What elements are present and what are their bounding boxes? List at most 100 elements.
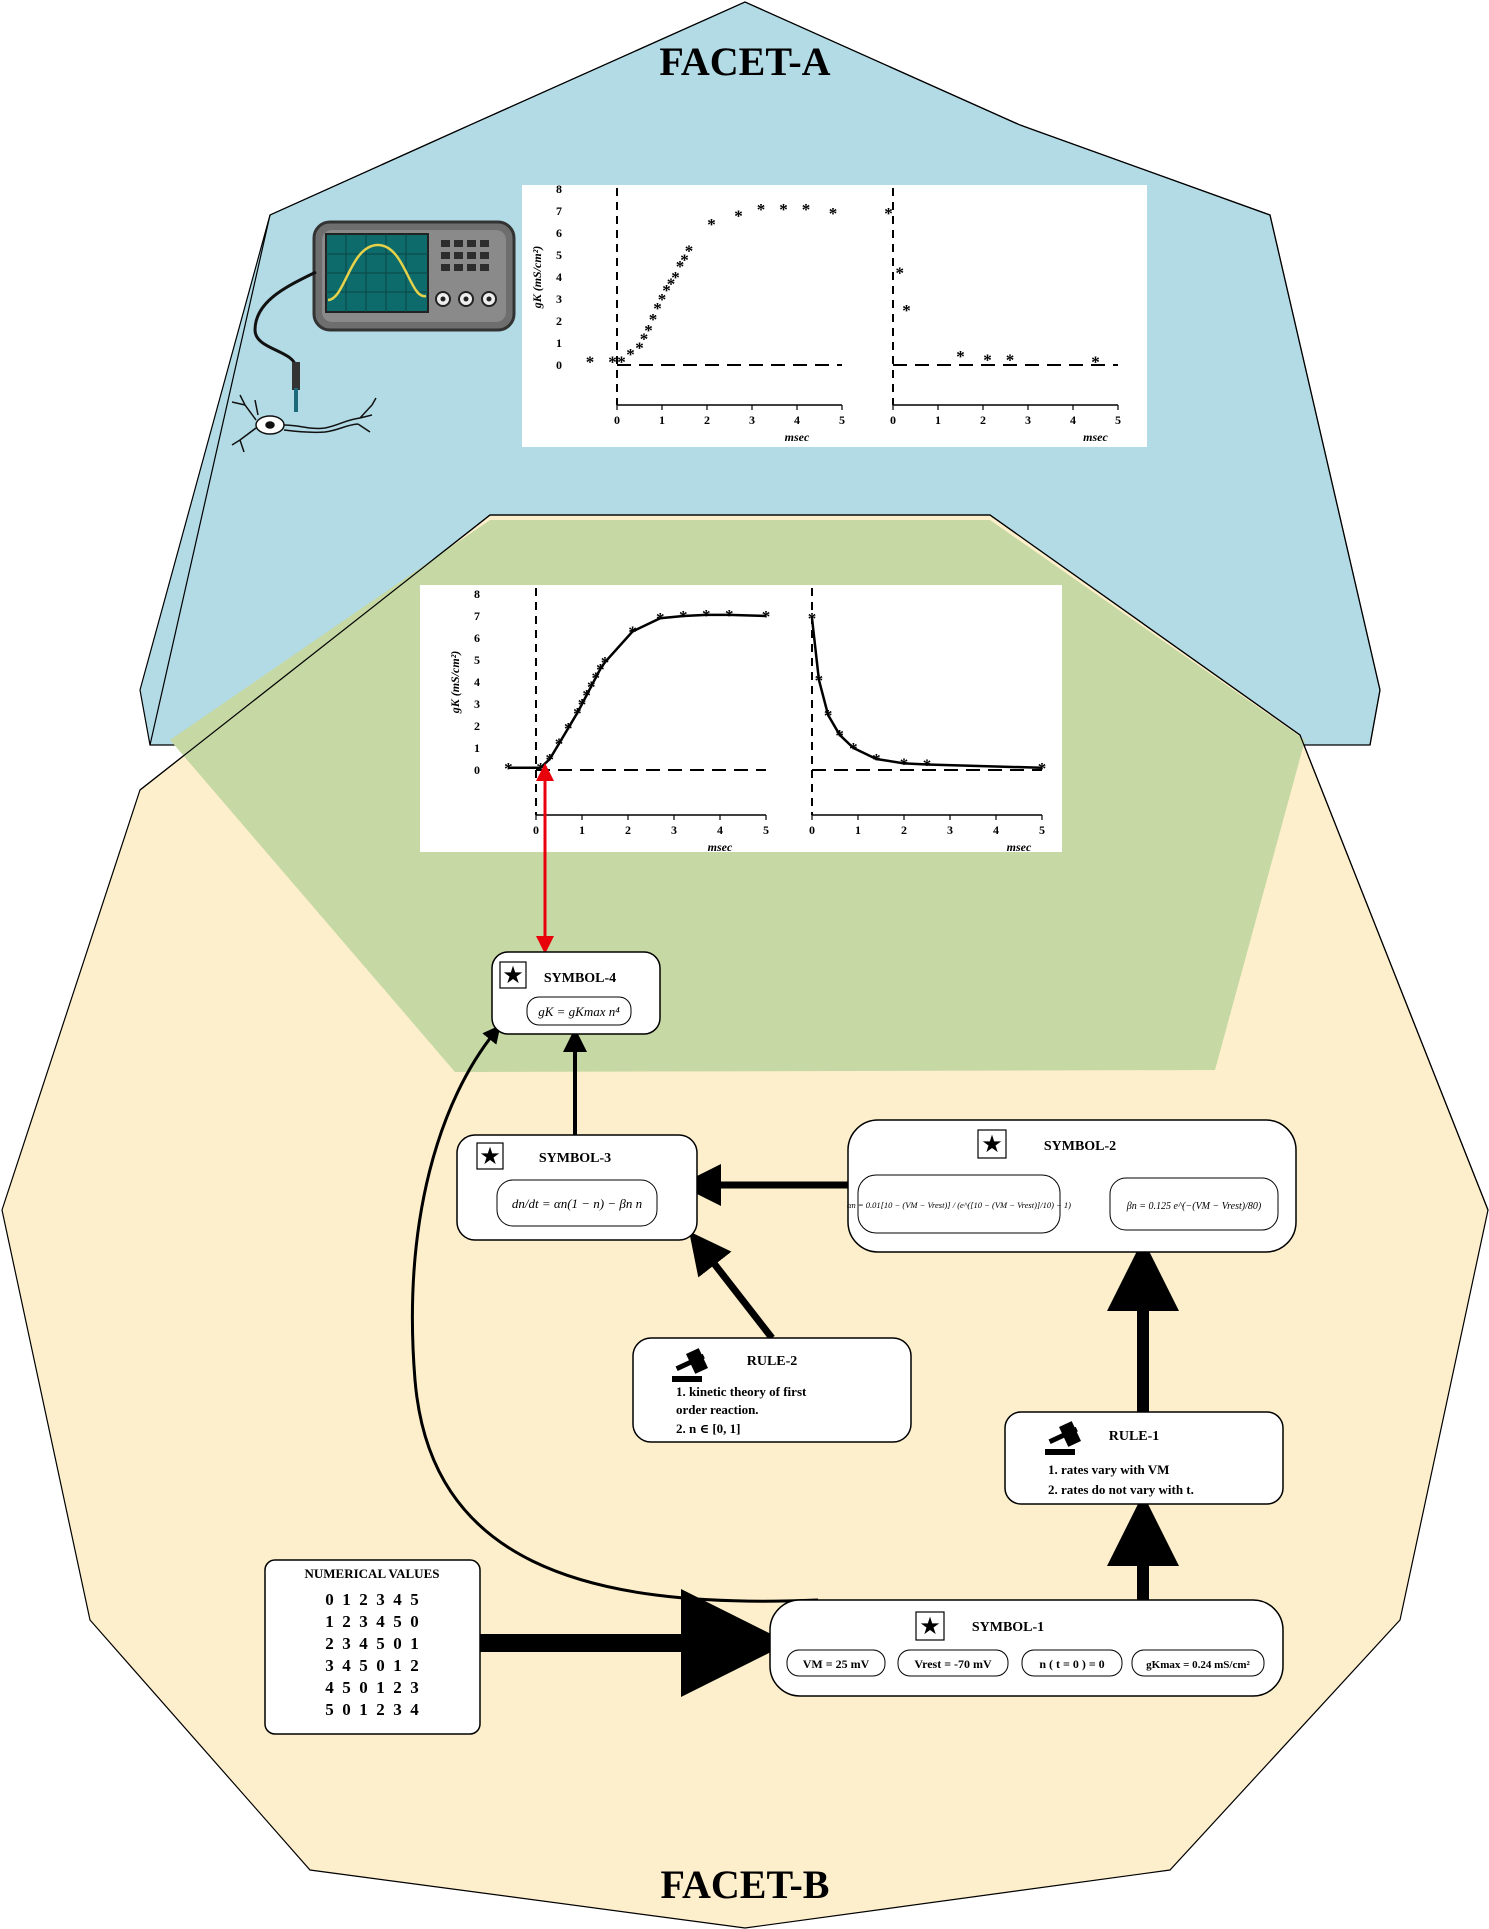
arrow-curve-symbol1-to-symbol4 [410,1024,819,1603]
numeric-row: 2 3 4 5 0 1 [325,1634,419,1653]
symbol1-param-n0: n ( t = 0 ) = 0 [1039,1657,1104,1671]
data-point: * [601,653,610,672]
data-point: * [702,606,711,625]
x-tick-label: 4 [717,823,723,837]
data-point: * [649,310,658,329]
data-point: * [653,299,662,318]
symbol4-title: SYMBOL-4 [544,971,616,986]
data-point: * [685,242,694,261]
x-tick-label: 3 [671,823,677,837]
facet-b-outline [139,514,1489,1211]
data-point: * [564,719,573,738]
data-point: * [923,756,932,775]
arrow-rule2-to-symbol3 [689,1231,775,1341]
symbol3-box: ★ SYMBOL-3 dn/dt = αn(1 − n) − βn n [456,1134,698,1241]
data-point: * [573,704,582,723]
symbol3-equation: dn/dt = αn(1 − n) − βn n [512,1196,642,1211]
facet-a-title: FACET-A [659,39,830,84]
x-tick-label: 2 [704,413,710,427]
rule2-box: RULE-2 1. kinetic theory of first order … [632,1337,912,1443]
symbol2-box: ★ SYMBOL-2 αn = 0.01[10 − (VM − Vrest)] … [847,1119,1297,1253]
y-tick-label: 0 [556,358,562,372]
rule1-line1: 1. rates vary with VM [1048,1462,1169,1477]
data-point: * [671,268,680,287]
data-point: * [829,204,838,223]
x-tick-label: 0 [890,413,896,427]
numerical-values-title: NUMERICAL VALUES [305,1566,440,1581]
rule2-line2: order reaction. [676,1402,759,1417]
y-tick-label: 8 [556,182,562,196]
y-tick-label: 3 [474,697,480,711]
x-tick-label: 1 [659,413,665,427]
oscilloscope-icon [253,220,516,412]
x-tick-label: 4 [1070,413,1076,427]
star-icon: ★ [499,961,527,989]
star-icon: ★ [915,1611,945,1641]
y-tick-label: 6 [556,226,562,240]
numerical-values-box: NUMERICAL VALUES 0 1 2 3 4 5 1 2 3 4 5 0… [264,1559,481,1735]
numeric-row: 4 5 0 1 2 3 [325,1678,419,1697]
gavel-icon [672,1348,708,1382]
x-tick-label: 5 [1115,413,1121,427]
data-point: * [849,739,858,758]
y-tick-label: 6 [474,631,480,645]
data-point: * [884,204,893,223]
rule2-line3: 2. n ∈ [0, 1] [676,1421,741,1436]
data-point: * [628,622,637,641]
data-point: * [707,215,716,234]
y-tick-label: 8 [474,587,480,601]
y-axis-label: gK (mS/cm²) [530,246,544,310]
data-point: * [676,257,685,276]
data-point: * [835,726,844,745]
symbol1-param-gkmax: gKmax = 0.24 mS/cm² [1146,1659,1250,1671]
x-axis-label: msec [1007,840,1032,854]
series-line [810,618,1043,770]
symbol4-equation: gK = gKmax n⁴ [538,1004,620,1019]
x-axis-label: msec [1083,430,1108,444]
data-point: * [725,606,734,625]
data-point: * [546,750,555,769]
y-tick-label: 7 [474,609,480,623]
numeric-row: 3 4 5 0 1 2 [325,1656,419,1675]
svg-text:★: ★ [479,1144,501,1170]
data-point: * [1006,351,1015,370]
data-point: * [1038,759,1047,778]
data-point: * [617,353,626,372]
symbol2-beta: βn = 0.125 e^(−(VM − Vrest)/80) [1126,1201,1262,1212]
x-tick-label: 3 [749,413,755,427]
data-point: * [578,695,587,714]
data-point: * [902,301,911,320]
data-point: * [587,677,596,696]
x-axis-label: msec [708,840,733,854]
x-tick-label: 3 [1025,413,1031,427]
y-tick-label: 0 [474,763,480,777]
y-axis-label: gK (mS/cm²) [448,651,462,715]
symbol1-box: ★ SYMBOL-1 VM = 25 mV Vrest = -70 mV n (… [769,1599,1284,1697]
x-tick-label: 5 [763,823,769,837]
data-point: * [779,200,788,219]
rule1-line2: 2. rates do not vary with t. [1048,1482,1194,1497]
facet-b-title: FACET-B [661,1862,830,1907]
x-tick-label: 1 [855,823,861,837]
symbol4-box: ★ SYMBOL-4 gK = gKmax n⁴ [491,951,661,1035]
data-point: * [808,609,817,628]
rule1-box: RULE-1 1. rates vary with VM 2. rates do… [1004,1411,1284,1505]
symbol3-title: SYMBOL-3 [539,1151,611,1166]
svg-text:★: ★ [502,963,524,989]
y-tick-label: 7 [556,204,562,218]
data-point: * [662,281,671,300]
y-tick-label: 3 [556,292,562,306]
data-point: * [680,250,689,269]
star-icon: ★ [476,1142,504,1170]
symbol2-alpha: αn = 0.01[10 − (VM − Vrest)] / (e^([10 −… [847,1200,1071,1210]
data-point: * [757,200,766,219]
y-tick-label: 2 [556,314,562,328]
data-point: * [872,750,881,769]
data-point: * [900,754,909,773]
data-point: * [658,290,667,309]
rule2-line1: 1. kinetic theory of first [676,1384,807,1399]
y-tick-label: 2 [474,719,480,733]
rule2-title: RULE-2 [747,1354,798,1369]
